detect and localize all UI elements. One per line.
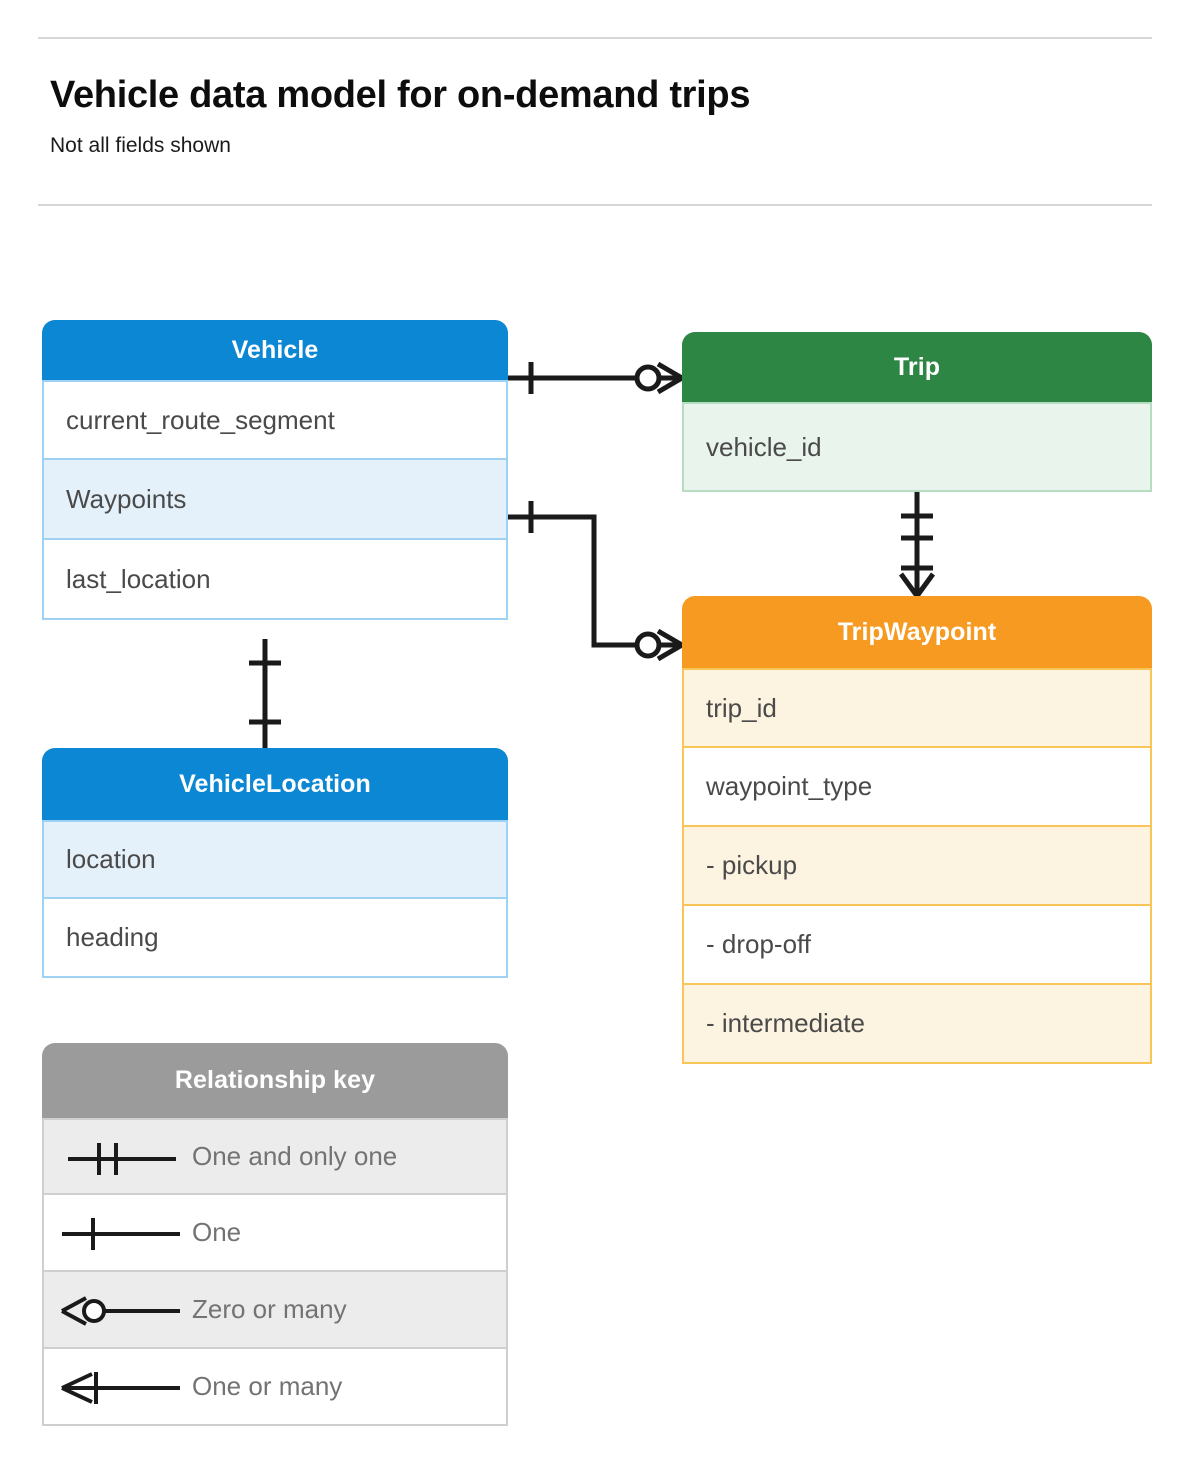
entity-vehiclelocation-field-heading[interactable]: heading [42, 899, 508, 978]
page-subtitle: Not all fields shown [50, 134, 231, 157]
header-divider-top [38, 37, 1152, 39]
entity-trip[interactable]: Trip vehicle_id [682, 332, 1152, 492]
entity-tripwaypoint-field-intermediate[interactable]: - intermediate [682, 985, 1152, 1064]
legend-label-zero-or-many: Zero or many [192, 1294, 347, 1324]
relationship-key-legend: Relationship key One and only one [42, 1043, 508, 1426]
entity-vehiclelocation-title: VehicleLocation [42, 748, 508, 820]
legend-row-one-and-only-one: One and only one [42, 1118, 508, 1195]
one-or-many-icon [44, 1349, 192, 1424]
entity-tripwaypoint[interactable]: TripWaypoint trip_id waypoint_type - pic… [682, 596, 1152, 1064]
entity-tripwaypoint-field-drop-off[interactable]: - drop-off [682, 906, 1152, 985]
one-icon [44, 1195, 192, 1270]
entity-tripwaypoint-field-pickup[interactable]: - pickup [682, 827, 1152, 906]
legend-label-one: One [192, 1217, 242, 1247]
page-title: Vehicle data model for on-demand trips [50, 74, 751, 116]
legend-row-zero-or-many: Zero or many [42, 1272, 508, 1349]
zero-or-many-icon [44, 1272, 192, 1347]
legend-label-one-and-only-one: One and only one [192, 1141, 398, 1171]
entity-vehicle-field-waypoints[interactable]: Waypoints [42, 460, 508, 540]
legend-label-one-or-many: One or many [192, 1371, 343, 1401]
entity-trip-title: Trip [682, 332, 1152, 402]
entity-trip-field-vehicle-id[interactable]: vehicle_id [682, 402, 1152, 492]
entity-tripwaypoint-field-waypoint-type[interactable]: waypoint_type [682, 748, 1152, 827]
entity-vehiclelocation[interactable]: VehicleLocation location heading [42, 748, 508, 978]
entity-tripwaypoint-field-trip-id[interactable]: trip_id [682, 668, 1152, 748]
legend-row-one-or-many: One or many [42, 1349, 508, 1426]
header-divider-bottom [38, 204, 1152, 206]
entity-vehicle-field-last-location[interactable]: last_location [42, 540, 508, 620]
legend-row-one: One [42, 1195, 508, 1272]
entity-vehiclelocation-field-location[interactable]: location [42, 820, 508, 899]
one-and-only-one-icon [44, 1120, 192, 1193]
relationship-key-title: Relationship key [42, 1043, 508, 1118]
entity-vehicle-field-current-route-segment[interactable]: current_route_segment [42, 380, 508, 460]
entity-vehicle-title: Vehicle [42, 320, 508, 380]
entity-vehicle[interactable]: Vehicle current_route_segment Waypoints … [42, 320, 508, 620]
entity-tripwaypoint-title: TripWaypoint [682, 596, 1152, 668]
